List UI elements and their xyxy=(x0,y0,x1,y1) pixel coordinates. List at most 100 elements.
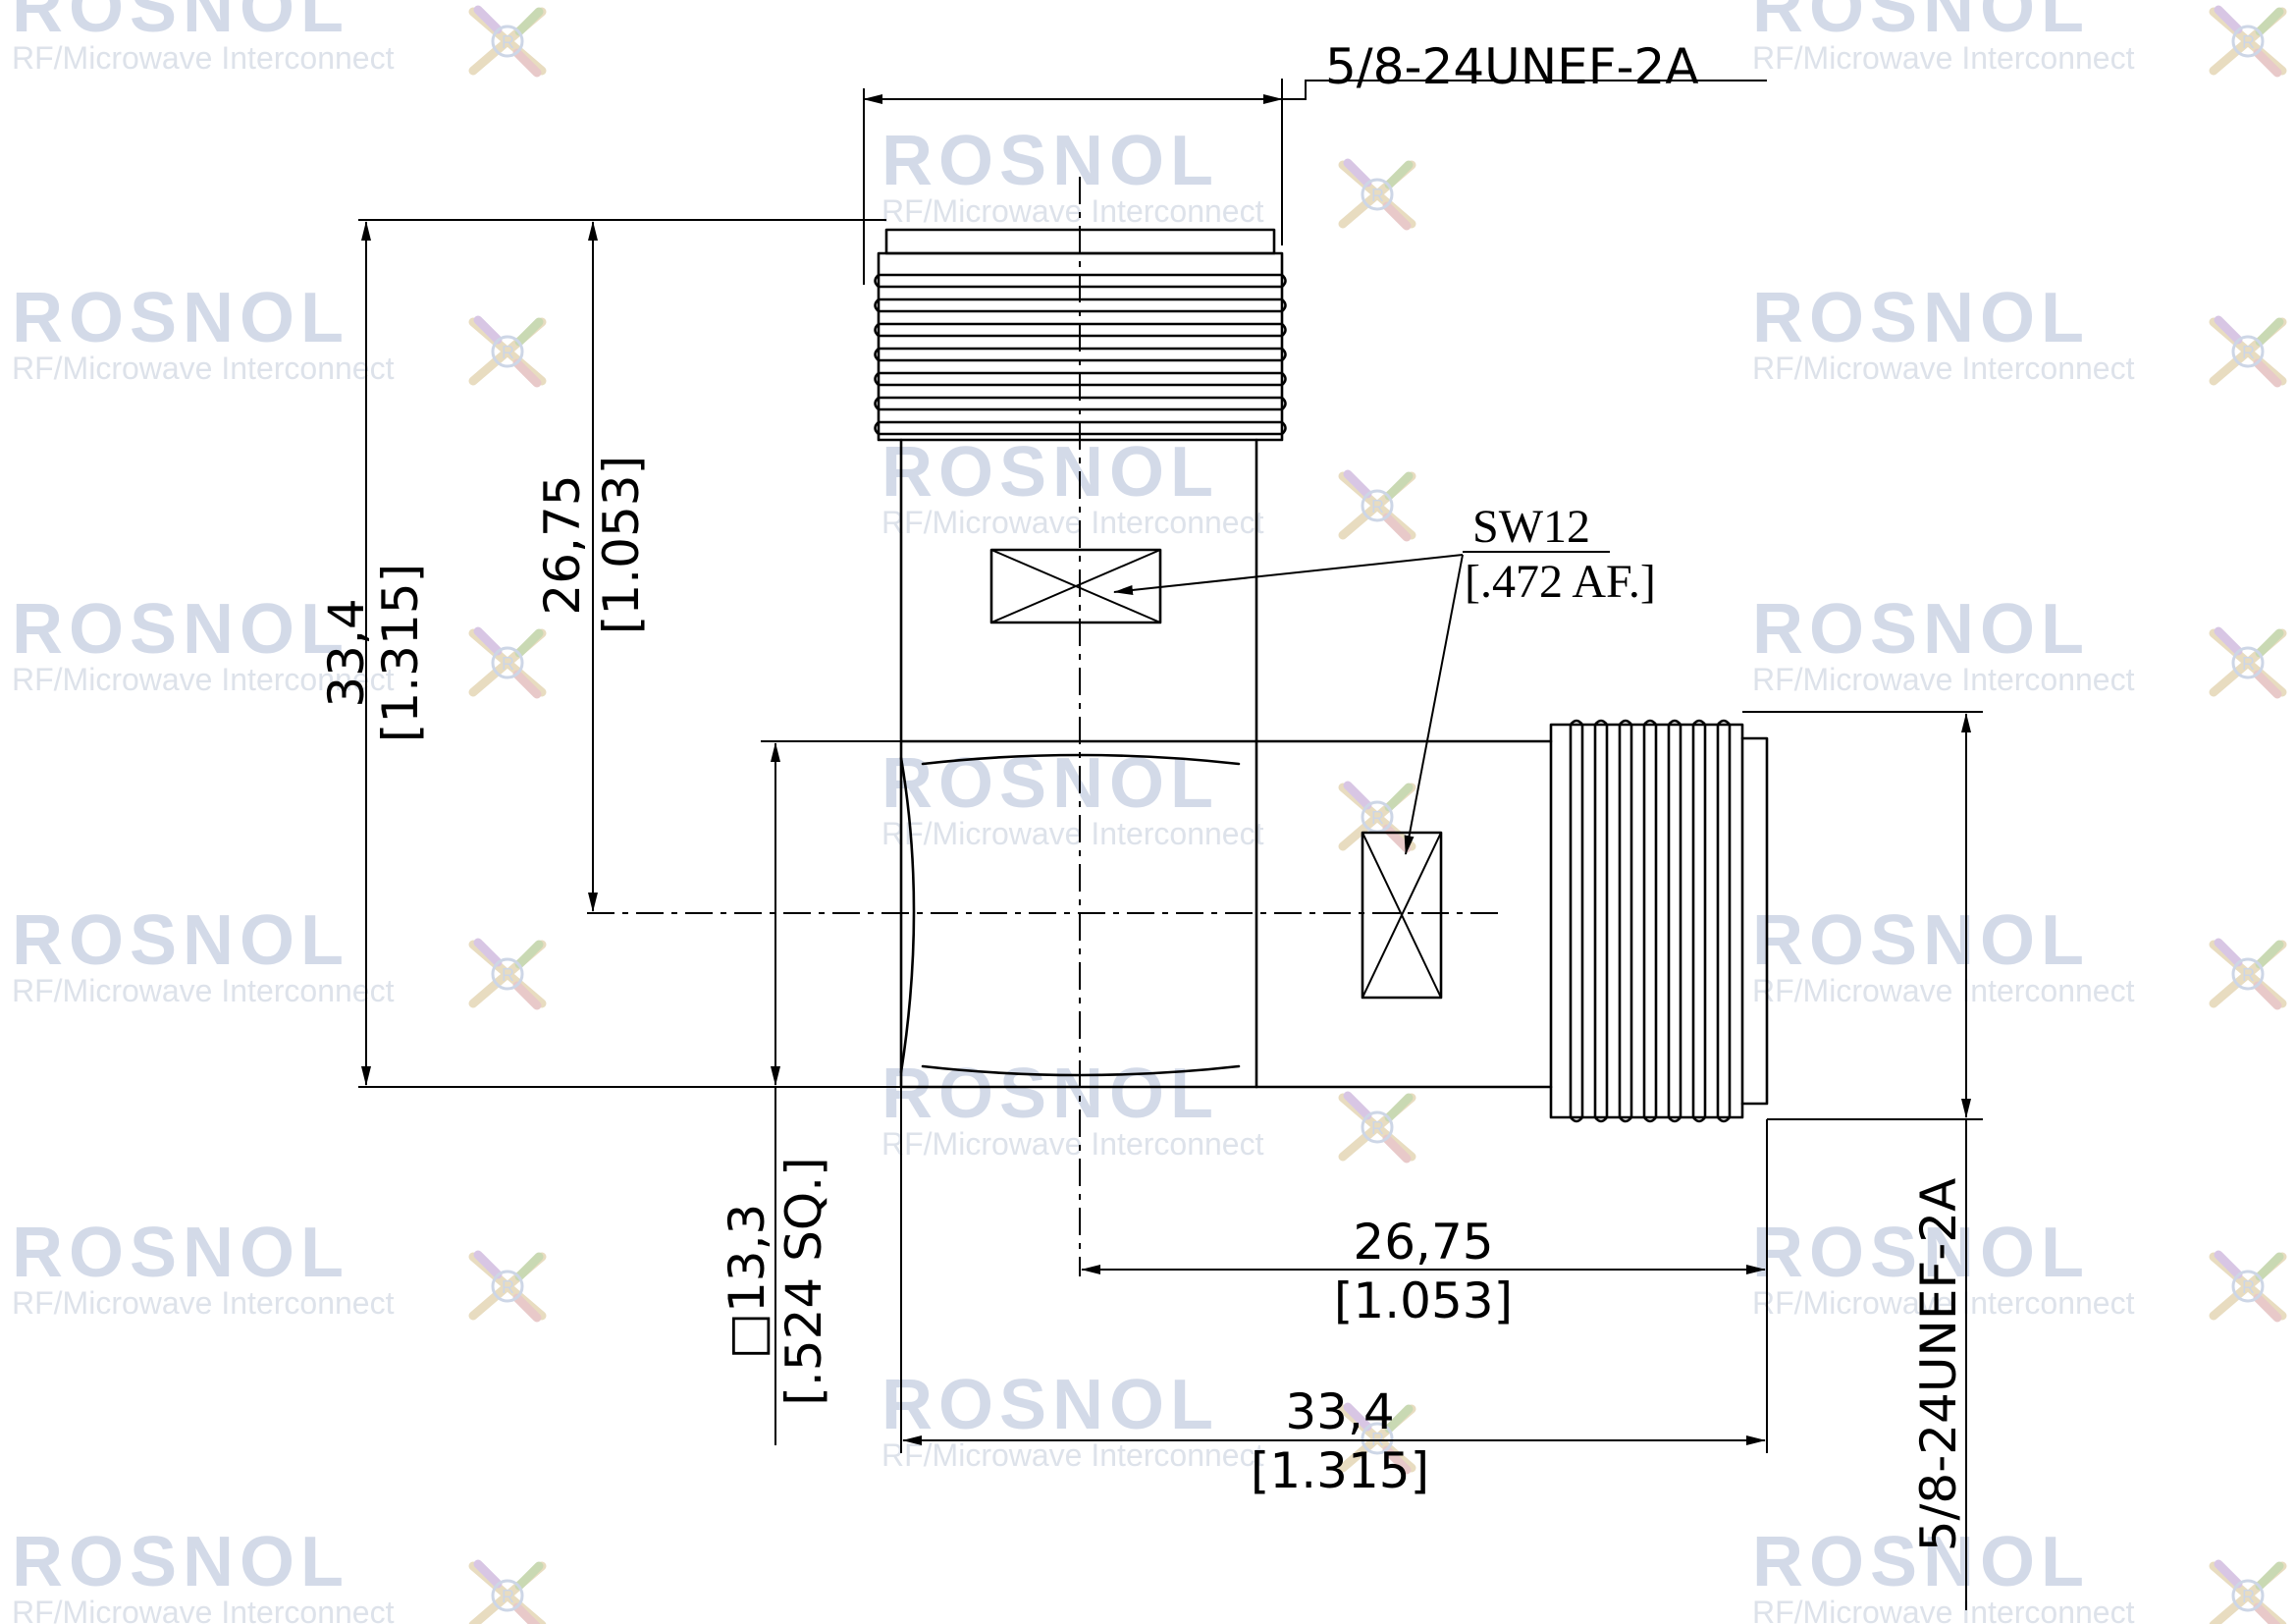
thread-crest xyxy=(1593,719,1609,1123)
svg-text:RF/Microwave Interconnect: RF/Microwave Interconnect xyxy=(881,1126,1264,1162)
svg-text:RF/Microwave Interconnect: RF/Microwave Interconnect xyxy=(1752,1285,2135,1321)
svg-text:RF/Microwave Interconnect: RF/Microwave Interconnect xyxy=(12,40,395,76)
rosnol-star-logo-icon xyxy=(473,1255,542,1318)
right-thread-outline xyxy=(1549,723,1744,1119)
svg-text:RF/Microwave Interconnect: RF/Microwave Interconnect xyxy=(12,662,395,697)
body-square-in: [.524 SQ.] xyxy=(775,1157,832,1405)
svg-text:ROSNOL: ROSNOL xyxy=(12,1214,349,1292)
sw12-leader-top xyxy=(1113,554,1464,595)
overall-length-mm: 33,4 xyxy=(1285,1383,1394,1440)
rosnol-star-logo-icon xyxy=(473,631,542,694)
sw12-label: SW12 xyxy=(1472,501,1590,553)
rosnol-star-logo-icon xyxy=(1343,785,1412,848)
top-thread-label: 5/8-24UNEF-2A xyxy=(1325,38,1699,95)
svg-text:RF/Microwave Interconnect: RF/Microwave Interconnect xyxy=(881,505,1264,540)
thread-crest xyxy=(1618,719,1633,1123)
rosnol-star-logo-icon xyxy=(1343,474,1412,537)
svg-text:RF/Microwave Interconnect: RF/Microwave Interconnect xyxy=(881,816,1264,851)
svg-text:ROSNOL: ROSNOL xyxy=(12,0,349,47)
thread-crest xyxy=(1569,719,1584,1123)
svg-text:RF/Microwave Interconnect: RF/Microwave Interconnect xyxy=(12,973,395,1008)
dimension-lines xyxy=(361,80,1971,1610)
rosnol-star-logo-icon xyxy=(2214,1564,2282,1624)
rosnol-star-logo-icon xyxy=(2214,10,2282,73)
svg-text:ROSNOL: ROSNOL xyxy=(1752,1523,2090,1601)
svg-text:ROSNOL: ROSNOL xyxy=(881,122,1219,200)
sw12-leader-right xyxy=(1404,554,1464,855)
rosnol-star-logo-icon xyxy=(2214,320,2282,383)
thread-crest xyxy=(874,371,1287,387)
rosnol-star-logo-icon xyxy=(473,10,542,73)
right-wrench-flat xyxy=(1361,831,1443,1000)
rosnol-star-logo-icon xyxy=(1343,1096,1412,1159)
vertical-offset-in: [1.053] xyxy=(593,456,650,634)
svg-text:RF/Microwave Interconnect: RF/Microwave Interconnect xyxy=(1752,351,2135,386)
thread-crest xyxy=(874,347,1287,362)
top-connector xyxy=(874,228,1287,743)
dimension-text: 5/8-24UNEF-2A 33,4 [1.315] 26,75 [1.053]… xyxy=(318,38,1967,1551)
svg-text:ROSNOL: ROSNOL xyxy=(1752,279,2090,357)
rosnol-star-logo-icon xyxy=(1343,163,1412,226)
top-thread-crests xyxy=(874,273,1287,436)
thread-crest xyxy=(1691,719,1707,1123)
across-flats-label: [.472 AF.] xyxy=(1465,556,1656,608)
dim-top-thread-leader xyxy=(1282,80,1767,100)
thread-crest xyxy=(874,396,1287,411)
svg-text:ROSNOL: ROSNOL xyxy=(1752,590,2090,669)
rosnol-star-logo-icon xyxy=(473,943,542,1005)
body-chamfer-left xyxy=(899,756,916,1074)
svg-text:ROSNOL: ROSNOL xyxy=(12,590,349,669)
right-thread-label: 5/8-24UNEF-2A xyxy=(1910,1178,1967,1552)
svg-text:RF/Microwave Interconnect: RF/Microwave Interconnect xyxy=(12,1595,395,1624)
thread-crest xyxy=(1642,719,1658,1123)
svg-text:ROSNOL: ROSNOL xyxy=(881,1366,1219,1444)
svg-text:RF/Microwave Interconnect: RF/Microwave Interconnect xyxy=(12,1285,395,1321)
svg-text:RF/Microwave Interconnect: RF/Microwave Interconnect xyxy=(881,193,1264,229)
svg-text:ROSNOL: ROSNOL xyxy=(1752,1214,2090,1292)
right-shank xyxy=(1255,739,1553,1089)
rosnol-star-logo-icon xyxy=(473,1564,542,1624)
svg-text:ROSNOL: ROSNOL xyxy=(12,1523,349,1601)
svg-text:RF/Microwave Interconnect: RF/Microwave Interconnect xyxy=(12,351,395,386)
svg-text:ROSNOL: ROSNOL xyxy=(12,901,349,980)
right-connector xyxy=(1255,719,1769,1123)
rosnol-star-logo-icon xyxy=(2214,631,2282,694)
right-thread-crests xyxy=(1569,719,1732,1123)
vertical-offset-mm: 26,75 xyxy=(534,474,591,615)
svg-text:RF/Microwave Interconnect: RF/Microwave Interconnect xyxy=(1752,1595,2135,1624)
svg-text:RF/Microwave Interconnect: RF/Microwave Interconnect xyxy=(1752,662,2135,697)
rosnol-star-logo-icon xyxy=(2214,1255,2282,1318)
horizontal-offset-in: [1.053] xyxy=(1334,1272,1513,1329)
overall-length-in: [1.315] xyxy=(1251,1442,1429,1499)
svg-text:RF/Microwave Interconnect: RF/Microwave Interconnect xyxy=(1752,973,2135,1008)
thread-crest xyxy=(874,322,1287,338)
top-wrench-flat-cross xyxy=(990,549,1161,623)
overall-height-in: [1.315] xyxy=(372,564,429,742)
top-thread-outline xyxy=(877,251,1284,442)
svg-text:RF/Microwave Interconnect: RF/Microwave Interconnect xyxy=(881,1437,1264,1473)
svg-text:ROSNOL: ROSNOL xyxy=(1752,0,2090,47)
svg-text:ROSNOL: ROSNOL xyxy=(1752,901,2090,980)
right-thread-tip xyxy=(1740,736,1769,1106)
thread-crest xyxy=(874,420,1287,436)
thread-crest xyxy=(1716,719,1732,1123)
right-wrench-flat-cross xyxy=(1362,832,1442,999)
svg-text:ROSNOL: ROSNOL xyxy=(12,279,349,357)
